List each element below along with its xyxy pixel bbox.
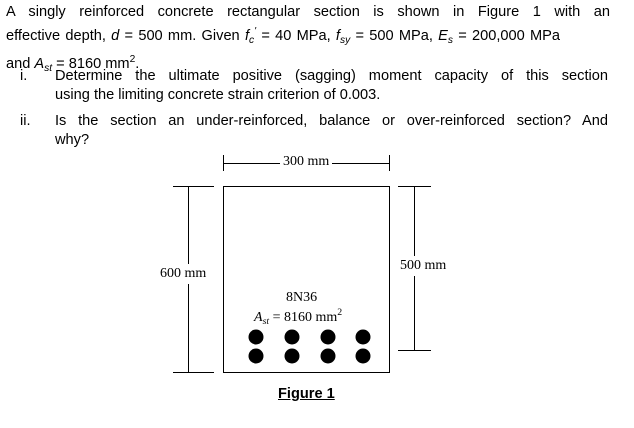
question-number: ii.: [20, 113, 31, 129]
problem-text: = 40 MPa,: [256, 28, 336, 44]
rebar-circle: [284, 348, 300, 364]
question-line: why?: [55, 132, 90, 148]
problem-text: .: [135, 56, 140, 72]
symbol-ast: Ast: [34, 56, 53, 74]
rebar-circle: [248, 348, 264, 364]
problem-text: = 8160 mm: [52, 56, 130, 72]
rebar-circle: [248, 329, 264, 345]
problem-text: = 500 mm. Given: [119, 28, 245, 44]
problem-text: and: [6, 56, 35, 72]
problem-statement: A singly reinforced concrete rectangular…: [6, 3, 610, 78]
problem-text: = 500 MPa,: [350, 28, 439, 44]
rebar-circle: [284, 329, 300, 345]
question-body: Determine the ultimate positive (sagging…: [55, 67, 608, 105]
question-line: Determine the ultimate positive (sagging…: [55, 68, 608, 84]
depth-label: 500 mm: [399, 256, 448, 276]
superscript: 2: [129, 54, 136, 65]
rebar-circle: [320, 329, 336, 345]
problem-text: A singly reinforced concrete rectangular…: [6, 4, 610, 20]
problem-text: effective depth,: [6, 28, 112, 44]
problem-text: = 200,000 MPa: [452, 28, 561, 44]
width-label: 300 mm: [280, 154, 333, 170]
reinforcement-bars: [248, 329, 371, 364]
symbol-es: Es: [438, 28, 453, 46]
question-line: using the limiting concrete strain crite…: [55, 87, 381, 103]
problem-line-2: effective depth, d = 500 mm. Given fc' =…: [6, 22, 610, 50]
symbol-fc: fc': [244, 26, 257, 46]
question-line: Is the section an under-reinforced, bala…: [55, 113, 608, 129]
height-label: 600 mm: [159, 264, 208, 284]
rebar-circle: [355, 329, 371, 345]
ast-label: Ast = 8160 mm2: [254, 307, 343, 327]
figure-caption: Figure 1: [278, 386, 335, 402]
symbol-fsy: fsy: [335, 28, 351, 46]
bar-label: 8N36: [286, 290, 318, 305]
problem-line-3: and Ast = 8160 mm2.: [6, 50, 610, 78]
rebar-circle: [320, 348, 336, 364]
section-outline: [223, 186, 390, 373]
question-body: Is the section an under-reinforced, bala…: [55, 112, 608, 150]
rebar-circle: [355, 348, 371, 364]
symbol-d: d: [111, 28, 120, 44]
question-number: i.: [20, 68, 28, 84]
problem-line-1: A singly reinforced concrete rectangular…: [6, 3, 610, 22]
